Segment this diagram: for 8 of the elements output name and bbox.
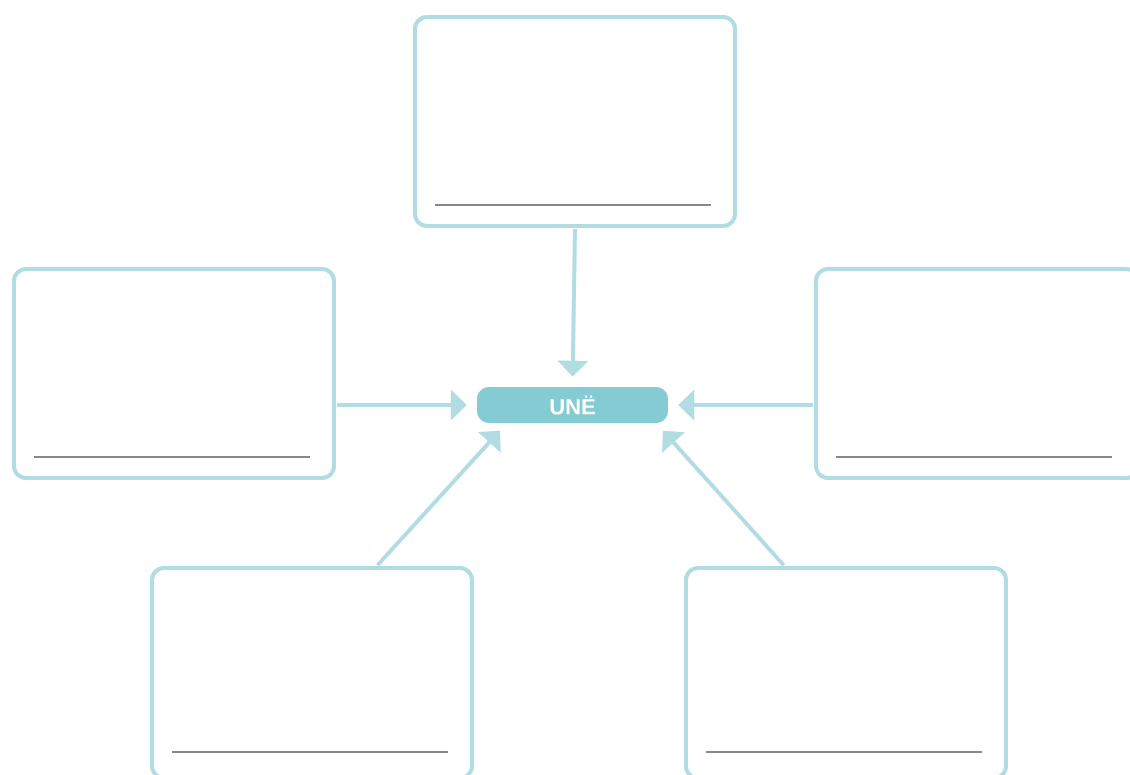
label-pill: UNË (477, 387, 668, 423)
answer-box (413, 15, 737, 228)
answer-box (12, 267, 336, 480)
arrow (376, 430, 501, 567)
answer-box (814, 267, 1130, 480)
arrow (662, 430, 786, 567)
answer-box (150, 566, 474, 775)
answer-box (684, 566, 1008, 775)
